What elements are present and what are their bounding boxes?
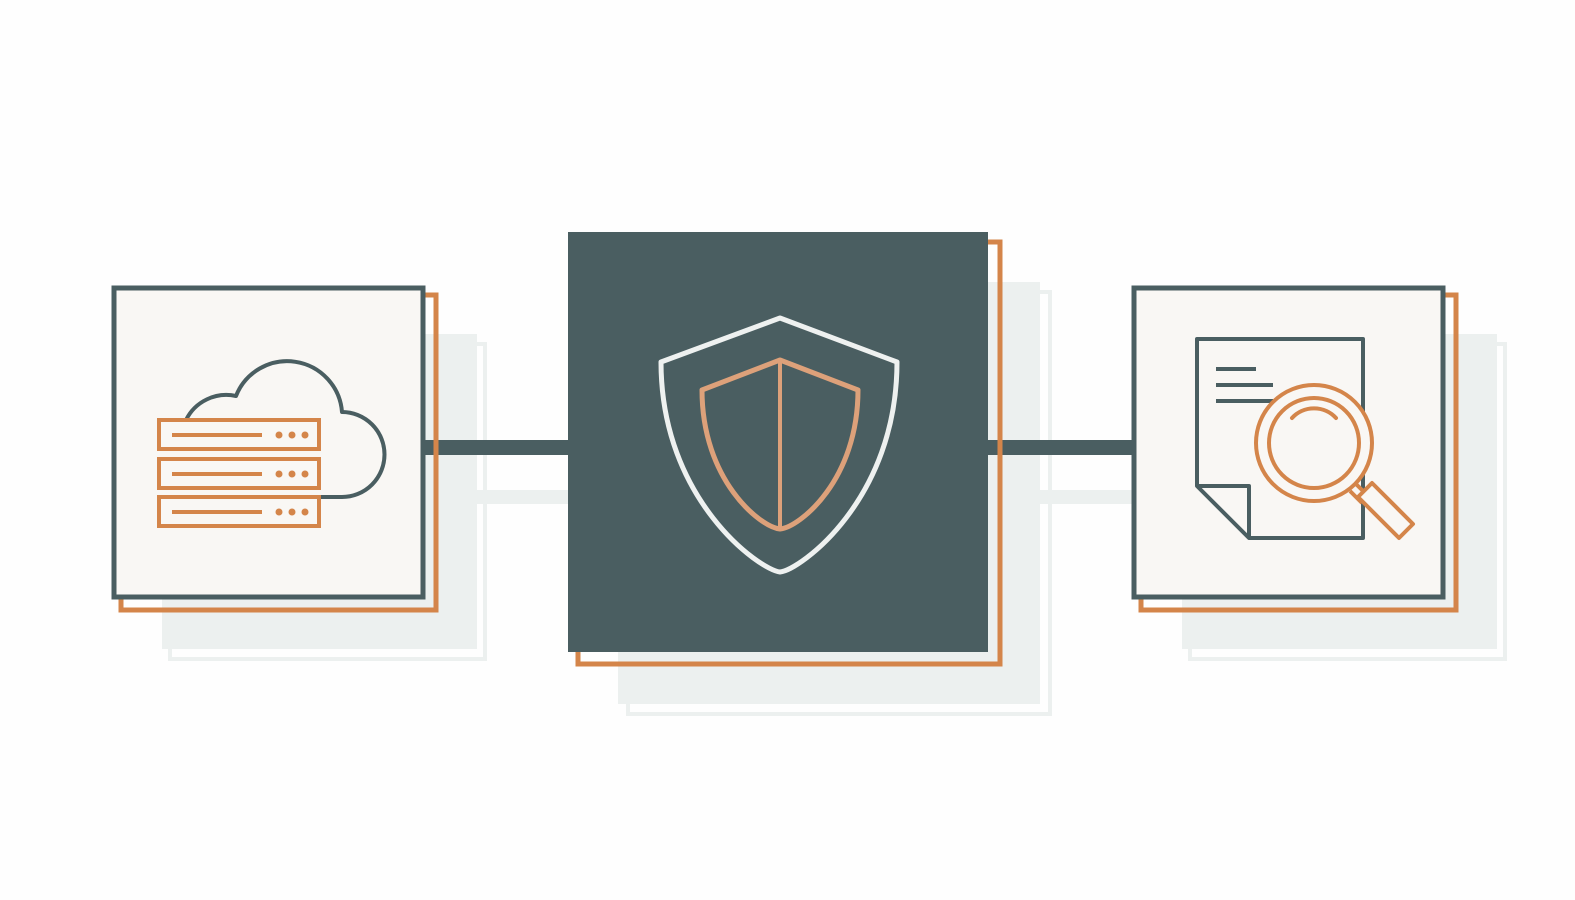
shield-outer-outline bbox=[658, 315, 900, 575]
node-security-shield bbox=[568, 232, 1003, 667]
shield-icon bbox=[658, 315, 900, 575]
shield-inner-outline bbox=[699, 357, 861, 532]
document-fold bbox=[1197, 484, 1251, 538]
cloud-server-icon bbox=[157, 359, 387, 528]
connector-right bbox=[988, 440, 1136, 455]
node-cloud-servers bbox=[111, 285, 439, 613]
cloud-icon bbox=[184, 359, 387, 499]
connector-left bbox=[420, 440, 572, 455]
node-document-search bbox=[1131, 285, 1459, 613]
magnifier-handle bbox=[1356, 481, 1415, 540]
magnifier-icon bbox=[1254, 383, 1415, 540]
connectors bbox=[420, 440, 1136, 455]
document-search-icon bbox=[1195, 337, 1415, 540]
